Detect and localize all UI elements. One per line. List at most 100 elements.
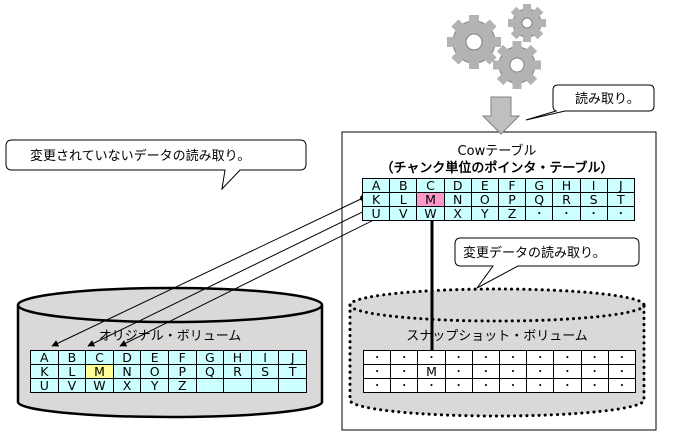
grid-cell: ･ <box>417 350 446 365</box>
grid-cell: ･ <box>390 350 419 365</box>
grid-cell: ･ <box>471 350 500 365</box>
grid-cell: V <box>57 378 87 393</box>
grid-cell: U <box>361 206 391 221</box>
grid-cell: Z <box>497 206 527 221</box>
grid-cell: ･ <box>526 364 555 379</box>
grid-cell: ･ <box>553 364 582 379</box>
grid-cell: J <box>606 178 636 193</box>
grid-cell: P <box>497 192 527 207</box>
grid-cell: O <box>140 364 169 379</box>
grid-cell: ･ <box>362 378 392 393</box>
grid-cell: ･ <box>607 350 637 365</box>
snap-row: ･･････････ <box>362 378 637 393</box>
changed-read-callout: 変更データの読み取り。 <box>454 237 640 289</box>
grid-cell: E <box>470 178 499 193</box>
grid-cell: ･ <box>607 378 637 393</box>
grid-cell: ･ <box>444 350 473 365</box>
grid-cell: F <box>167 350 197 365</box>
grid-cell: ･ <box>580 350 609 365</box>
grid-cell: D <box>112 350 142 365</box>
grid-cell <box>195 378 225 393</box>
grid-cell: ･ <box>390 364 419 379</box>
down-arrow-icon <box>481 96 521 135</box>
grid-cell: L <box>389 192 418 207</box>
pointer-line-c <box>119 197 419 347</box>
grid-cell: ･ <box>498 378 528 393</box>
grid-cell: B <box>389 178 418 193</box>
unchanged-pointer-lines <box>51 197 419 347</box>
grid-cell: E <box>140 350 169 365</box>
grid-cell <box>250 378 280 393</box>
grid-cell: F <box>497 178 527 193</box>
grid-cell: G <box>525 178 554 193</box>
grid-cell: ･ <box>417 378 446 393</box>
grid-cell: ･ <box>579 206 608 221</box>
grid-cell: ･ <box>471 378 500 393</box>
grid-cell: X <box>112 378 142 393</box>
snap-row: ･･M･･･････ <box>362 364 637 379</box>
grid-cell: L <box>57 364 87 379</box>
grid-cell: ･ <box>553 350 582 365</box>
grid-cell: C <box>85 350 114 365</box>
grid-cell: T <box>278 364 307 379</box>
pointer-line-a <box>51 197 364 347</box>
original-volume-label: オリジナル・ボリューム <box>99 329 242 344</box>
grid-cell: H <box>223 350 252 365</box>
snapshot-volume-grid: ････････････M･････････････････ <box>362 350 637 393</box>
grid-cell: X <box>443 206 472 221</box>
pointer-line-b <box>87 197 392 347</box>
snapshot-volume-label: スナップショット・ボリューム <box>406 329 588 344</box>
grid-cell: I <box>250 350 280 365</box>
grid-cell: ･ <box>552 206 581 221</box>
grid-cell: ･ <box>580 364 609 379</box>
grid-cell: B <box>57 350 87 365</box>
cow-table-title: Cowテーブル <box>458 143 537 159</box>
grid-cell: ･ <box>498 350 528 365</box>
grid-cell: Z <box>167 378 197 393</box>
grid-cell: ･ <box>390 378 419 393</box>
grid-cell: U <box>30 378 59 393</box>
grid-cell: Y <box>140 378 169 393</box>
grid-cell: ･ <box>526 378 555 393</box>
highlighted-cell: M <box>85 364 114 379</box>
grid-cell: A <box>361 178 391 193</box>
unchanged-read-callout-text: 変更されていないデータの読み取り。 <box>30 148 250 164</box>
grid-cell: S <box>250 364 280 379</box>
grid-cell: C <box>416 178 445 193</box>
grid-cell: S <box>579 192 608 207</box>
read-callout: 読み取り。 <box>525 84 655 121</box>
highlighted-cell: M <box>416 192 445 207</box>
gears-icon <box>447 4 546 89</box>
grid-cell: ･ <box>362 364 392 379</box>
grid-cell: ･ <box>444 378 473 393</box>
grid-cell: J <box>278 350 307 365</box>
grid-cell: ･ <box>526 350 555 365</box>
grid-cell: ･ <box>444 364 473 379</box>
grid-cell: ･ <box>606 206 636 221</box>
grid-cell: N <box>112 364 142 379</box>
grid-cell: N <box>443 192 472 207</box>
grid-cell: G <box>195 350 225 365</box>
grid-cell: T <box>606 192 636 207</box>
grid-cell: P <box>167 364 197 379</box>
grid-cell: I <box>579 178 608 193</box>
grid-cell: ･ <box>607 364 637 379</box>
grid-cell: M <box>417 364 446 379</box>
grid-cell: Q <box>195 364 225 379</box>
grid-cell: O <box>470 192 499 207</box>
changed-read-callout-text: 変更データの読み取り。 <box>463 245 606 261</box>
read-callout-text: 読み取り。 <box>575 91 640 107</box>
grid-cell: V <box>389 206 418 221</box>
grid-cell: ･ <box>525 206 554 221</box>
cow-table-subtitle: （チャンク単位のポインタ・テーブル） <box>380 160 613 176</box>
grid-cell <box>223 378 252 393</box>
grid-cell: ･ <box>362 350 392 365</box>
grid-cell: W <box>416 206 445 221</box>
